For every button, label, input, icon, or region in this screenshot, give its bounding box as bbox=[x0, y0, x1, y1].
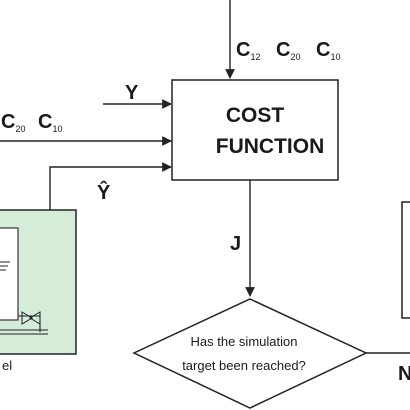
decision-text-line1: Has the simulation bbox=[191, 334, 298, 349]
y-estimated-label: Ŷ bbox=[97, 180, 111, 204]
right-partial-box bbox=[401, 201, 410, 319]
top-label-1: C12 bbox=[236, 39, 260, 62]
decision-text-line2: target been reached? bbox=[182, 358, 306, 373]
model-box-label: el bbox=[2, 358, 12, 373]
no-branch-label: N bbox=[398, 363, 410, 385]
y-hat-feedback-arrow bbox=[49, 162, 172, 210]
model-tank-icon bbox=[0, 227, 48, 335]
top-parameter-labels: C12 C20 C10 bbox=[236, 39, 340, 62]
j-label: J bbox=[230, 233, 241, 255]
decision-diamond bbox=[132, 298, 368, 409]
y-measured-label: Y bbox=[125, 82, 139, 104]
left-label-2: C10 bbox=[38, 111, 62, 134]
cost-function-title-line1: COST bbox=[226, 104, 285, 127]
top-label-3: C10 bbox=[316, 39, 340, 62]
top-label-2: C20 bbox=[276, 39, 300, 62]
cost-function-box bbox=[171, 79, 339, 181]
cost-function-title-line2: FUNCTION bbox=[216, 135, 325, 158]
left-label-1: C20 bbox=[1, 111, 25, 134]
left-parameter-labels: C20 C10 bbox=[1, 111, 62, 134]
